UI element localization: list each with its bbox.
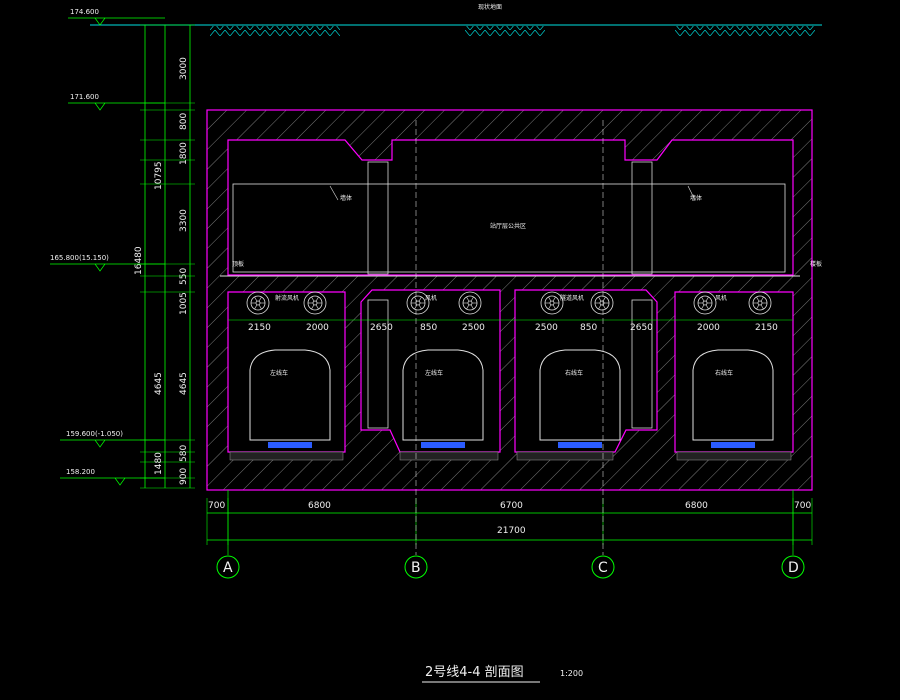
slab-left-label: 顶板 [232,260,244,268]
vdim-3000: 3000 [179,57,189,80]
elevation-markers: 174.600 171.600 165.800(15.150) 159.600(… [50,8,165,486]
ground-surface: 现状地面 [90,3,822,36]
fan-icon [303,291,327,315]
fan-icon [693,291,717,315]
vertical-dimensions: 3000 800 1800 3300 550 1005 4645 580 900… [134,24,195,489]
hall-annotations: 墙体 墙体 站厅层公共区 顶板 楼板 [232,185,822,268]
idim-5: 2500 [462,323,485,333]
level-roof: 171.600 [70,93,99,101]
idim-9: 2000 [697,323,720,333]
vdim-550: 550 [179,268,189,285]
slab-right-label: 楼板 [810,260,822,268]
fan-icon [748,291,772,315]
vdim-3300: 3300 [179,209,189,232]
title-block: 2号线4-4 剖面图 1:200 [422,665,583,683]
horizontal-dimensions: 700 6800 6700 6800 700 21700 [206,498,813,545]
vdim-1005: 1005 [179,292,189,315]
train-profiles: 左线车 左线车 右线车 右线车 [249,349,774,448]
vdim-580: 580 [179,445,189,462]
ground-note: 现状地面 [478,3,502,11]
axis-b: B [411,560,421,576]
hdim-6800a: 6800 [308,501,331,511]
car-label-1: 左线车 [270,369,288,377]
vdim-800: 800 [179,113,189,130]
fan-icon [540,291,564,315]
fan-label-1: 射流风机 [275,294,299,302]
idim-4: 850 [420,323,437,333]
level-ground: 174.600 [70,8,99,16]
axis-d: D [788,560,799,576]
axis-a: A [223,560,233,576]
hall-center-label: 站厅层公共区 [490,222,526,230]
level-bottom: 158.200 [66,468,95,476]
idim-10: 2150 [755,323,778,333]
fan-icon [246,291,270,315]
ventilation-fans [246,291,772,315]
drawing-title: 2号线4-4 剖面图 [425,665,524,680]
vdim-1480: 1480 [154,452,164,475]
vdim-16480: 16480 [134,246,144,275]
vdim-1800: 1800 [179,142,189,165]
hdim-6700: 6700 [500,501,523,511]
hdim-6800b: 6800 [685,501,708,511]
hdim-700b: 700 [794,501,811,511]
fan-label-2: 风机 [425,294,437,302]
axis-c: C [598,560,608,576]
hall-right-label: 墙体 [690,194,702,202]
idim-1: 2150 [248,323,271,333]
fan-icon [458,291,482,315]
fan-label-4: 风机 [715,294,727,302]
idim-3: 2650 [370,323,393,333]
idim-7: 850 [580,323,597,333]
vdim-4645: 4645 [179,372,189,395]
vdim-4645b: 4645 [154,372,164,395]
vdim-900: 900 [179,468,189,485]
car-label-2: 左线车 [425,369,443,377]
hdim-700a: 700 [208,501,225,511]
level-rail: 159.600(-1.050) [66,430,123,438]
level-platform: 165.800(15.150) [50,254,109,262]
hdim-total: 21700 [497,526,526,536]
station-structure [206,109,813,491]
fan-icon [590,291,614,315]
car-label-4: 右线车 [715,369,733,377]
fan-labels: 射流风机 风机 隧道风机 风机 [275,294,727,302]
grid-axes: A B C D [216,120,805,579]
idim-2: 2000 [306,323,329,333]
fan-icon [406,291,430,315]
hall-left-label: 墙体 [340,194,352,202]
car-label-3: 右线车 [565,369,583,377]
idim-6: 2500 [535,323,558,333]
inner-dimensions: 2150 2000 2650 850 2500 2500 850 2650 20… [228,319,793,333]
idim-8: 2650 [630,323,653,333]
drawing-scale: 1:200 [560,669,583,678]
fan-label-3: 隧道风机 [560,294,584,302]
vdim-10795: 10795 [154,161,164,190]
